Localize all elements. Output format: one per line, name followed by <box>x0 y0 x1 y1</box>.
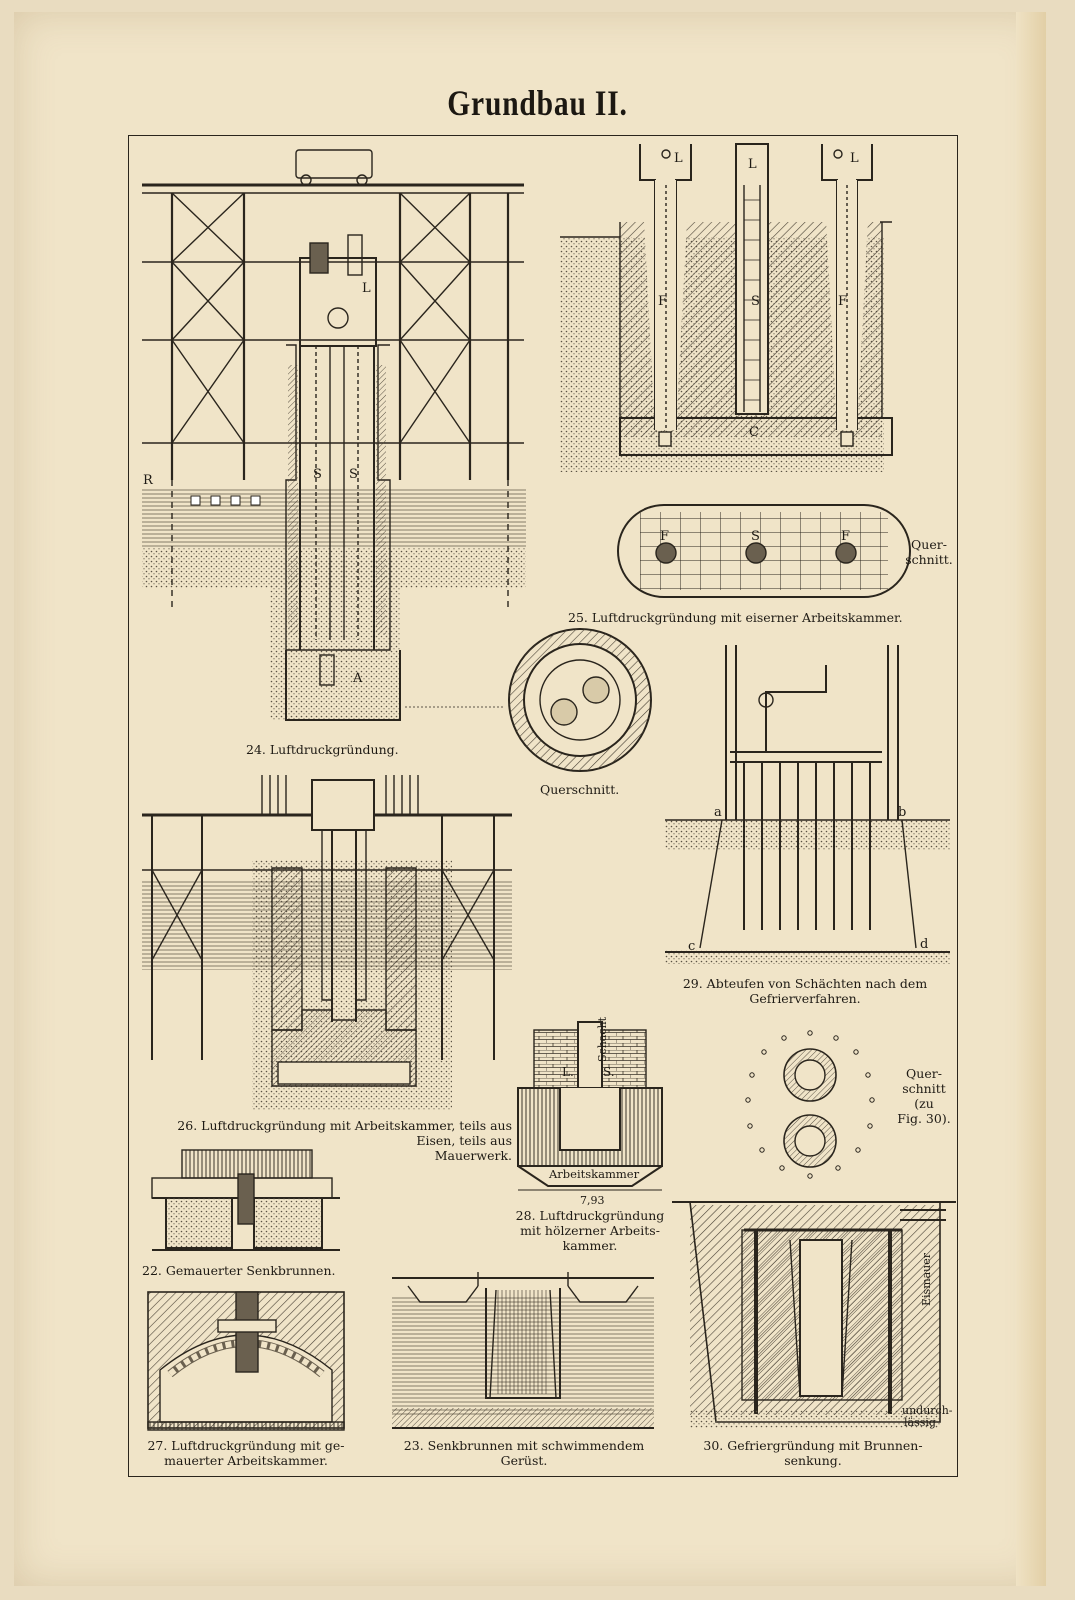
fig25-qs-label-f2: F <box>841 529 850 544</box>
fig25-label-l1: L <box>674 151 683 166</box>
fig30-drawing <box>672 1201 956 1428</box>
fig30q-caption-line4: Fig. 30). <box>897 1111 951 1126</box>
fig25-label-c: C <box>749 425 759 440</box>
fig23-drawing <box>392 1272 654 1429</box>
plate-frame <box>128 135 958 1477</box>
fig25-label-f2: F <box>838 294 847 309</box>
fig30-label-lassig: lässig <box>904 1416 936 1429</box>
fig25-side-caption: Quer- schnitt. <box>900 537 958 567</box>
fig28-caption-line1: 28. Luftdruckgründung <box>515 1208 665 1223</box>
fig28-caption: 28. Luftdruckgründung mit hölzerner Arbe… <box>500 1208 680 1253</box>
fig23-caption: 23. Senkbrunnen mit schwimmendem Gerüst. <box>388 1438 660 1468</box>
fig28-label-arbeitskammer: Arbeitskammer <box>548 1167 640 1181</box>
fig30q-caption-line1: Quer- <box>906 1066 942 1081</box>
fig25-caption: 25. Luftdruckgründung mit eiserner Arbei… <box>568 610 903 625</box>
fig30q-caption-line2: schnitt <box>902 1081 946 1096</box>
fig24-label-l: L <box>362 281 371 296</box>
fig25-label-l3: L <box>850 151 859 166</box>
fig28-caption-line3: kammer. <box>562 1238 618 1253</box>
fig25-side-caption-line2: schnitt. <box>905 552 953 567</box>
fig30-caption: 30. Gefriergründung mit Brunnen- senkung… <box>682 1438 944 1468</box>
fig26-caption: 26. Luftdruckgründung mit Arbeitskammer,… <box>138 1118 512 1163</box>
fig28-label-l: L. <box>562 1065 574 1079</box>
fig26-caption-line2: Eisen, teils aus <box>416 1133 512 1148</box>
fig24-label-s1: S <box>313 467 322 482</box>
fig26-drawing <box>142 775 512 1110</box>
fig24-caption: 24. Luftdruckgründung. <box>246 742 399 757</box>
fig25-qs-label-s: S <box>751 529 760 544</box>
fig29-caption-line1: 29. Abteufen von Schächten nach dem <box>682 976 928 991</box>
plate-title: Grundbau II. <box>447 83 628 123</box>
fig24-crosssection <box>508 628 652 772</box>
fig24-label-s2: S <box>349 467 358 482</box>
fig30-crosssection <box>745 1030 875 1179</box>
fig25-drawing <box>560 143 911 598</box>
fig29-caption: 29. Abteufen von Schächten nach dem Gefr… <box>660 976 950 1006</box>
fig25-label-f1: F <box>658 294 667 309</box>
fig29-label-c: c <box>688 939 695 954</box>
paper-edge <box>1016 12 1046 1586</box>
fig25-side-caption-line1: Quer- <box>911 537 947 552</box>
fig25-label-l2: L <box>748 157 757 172</box>
fig29-label-a: a <box>714 805 722 820</box>
fig24-label-a: A <box>352 671 363 686</box>
fig24-crosssection-caption: Querschnitt. <box>540 782 620 797</box>
fig22-caption: 22. Gemauerter Senkbrunnen. <box>142 1263 336 1278</box>
fig29-label-b: b <box>898 805 906 820</box>
fig23-caption-line1: 23. Senkbrunnen mit schwimmendem <box>403 1438 645 1453</box>
fig28-caption-line2: mit hölzerner Arbeits- <box>520 1223 660 1238</box>
fig27-drawing <box>147 1291 345 1431</box>
fig28-label-dimension: 7,93 <box>580 1194 605 1207</box>
fig24-label-r: R <box>143 473 154 488</box>
fig26-caption-line3: Mauerwerk. <box>434 1148 512 1163</box>
fig30-caption-line2: senkung. <box>784 1453 842 1468</box>
fig29-drawing <box>665 645 950 964</box>
fig28-label-schacht: Schacht <box>596 1016 609 1062</box>
fig23-caption-line2: Gerüst. <box>500 1453 548 1468</box>
fig30-crosssection-caption: Quer- schnitt (zu Fig. 30). <box>888 1066 960 1126</box>
fig24-drawing <box>142 149 526 721</box>
fig28-label-s: S. <box>603 1065 615 1079</box>
fig29-label-d: d <box>920 937 928 952</box>
fig22-drawing <box>151 1149 340 1251</box>
fig29-caption-line2: Gefrierverfahren. <box>749 991 861 1006</box>
fig27-caption-line1: 27. Luftdruckgründung mit ge- <box>147 1438 345 1453</box>
fig27-caption-line2: mauerter Arbeitskammer. <box>164 1453 328 1468</box>
fig26-caption-line1: 26. Luftdruckgründung mit Arbeitskammer,… <box>177 1118 512 1133</box>
fig28-drawing <box>517 1021 663 1191</box>
fig30q-caption-line3: (zu <box>914 1096 934 1111</box>
fig30-caption-line1: 30. Gefriergründung mit Brunnen- <box>703 1438 923 1453</box>
fig25-qs-label-f1: F <box>660 529 669 544</box>
fig30-label-undurch: undurch- <box>902 1404 953 1417</box>
fig30-label-eismauer: Eismauer <box>920 1252 933 1306</box>
fig27-caption: 27. Luftdruckgründung mit ge- mauerter A… <box>136 1438 356 1468</box>
fig25-label-s: S <box>751 294 760 309</box>
